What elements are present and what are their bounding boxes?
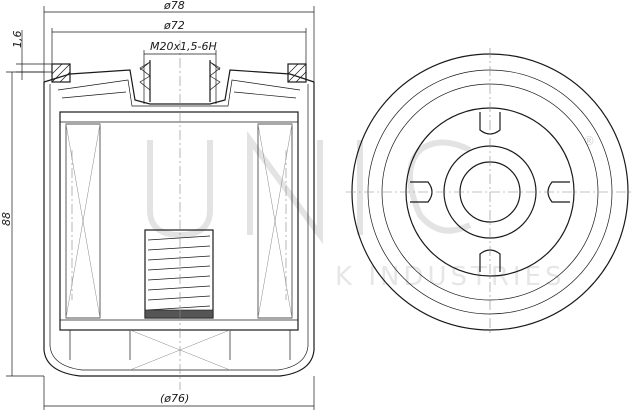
dimensions: ø78 ø72 M20x1,5-6H 1,6 88 (ø76)	[0, 0, 315, 410]
watermark: K INDUSTRIES ®	[147, 130, 595, 292]
end-view	[346, 48, 634, 336]
filter-element	[59, 111, 299, 331]
dim-gasket-diameter: ø72	[163, 19, 185, 32]
watermark-registered-mark: ®	[583, 134, 595, 148]
dim-outer-diameter: ø78	[163, 0, 185, 12]
bypass-spring	[144, 229, 214, 319]
section-view	[43, 40, 315, 390]
dim-thread: M20x1,5-6H	[150, 40, 217, 53]
watermark-subtext: K INDUSTRIES	[335, 262, 566, 292]
gasket-left	[51, 63, 71, 83]
gasket-right	[287, 63, 307, 83]
dim-gasket-thickness: 1,6	[11, 31, 24, 49]
dim-height: 88	[0, 212, 13, 226]
filter-housing	[43, 82, 315, 377]
dim-body-diameter: (ø76)	[160, 392, 189, 405]
top-cover	[43, 69, 315, 105]
threaded-neck	[149, 60, 211, 102]
